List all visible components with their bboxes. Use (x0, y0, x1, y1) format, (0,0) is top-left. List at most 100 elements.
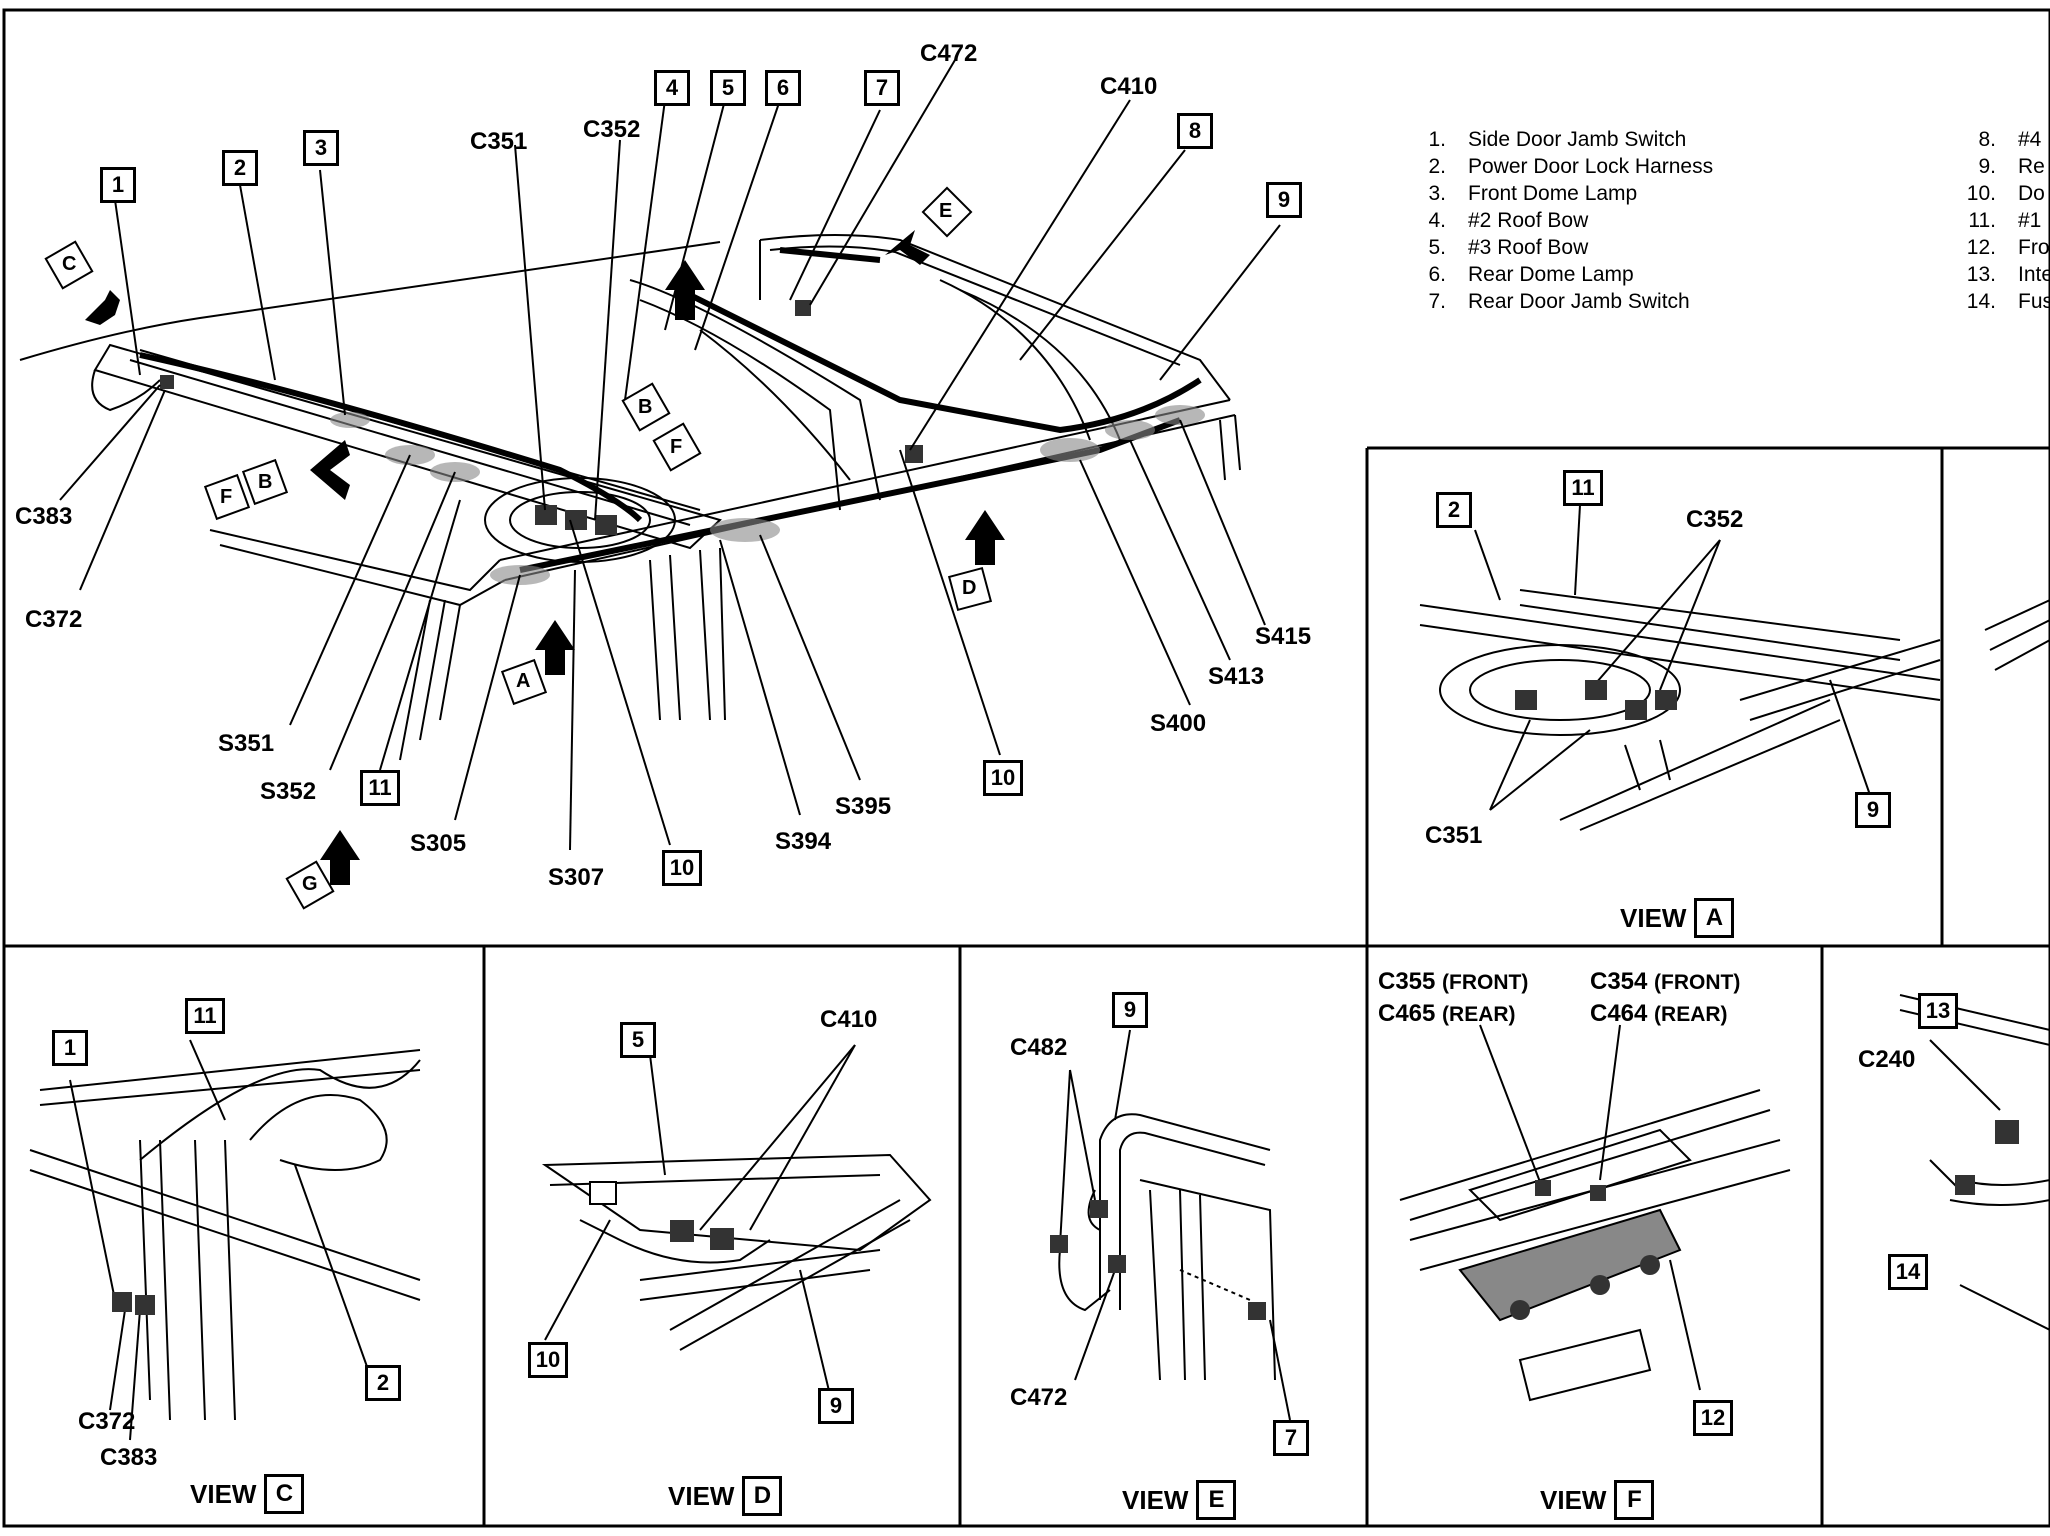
callout-2: 2 (222, 150, 258, 186)
callout-3: 3 (303, 130, 339, 166)
label-c352: C352 (583, 116, 641, 143)
callout-7: 7 (864, 70, 900, 106)
view-d-callout-9: 9 (818, 1388, 854, 1424)
view-g-callout-14: 14 (1888, 1254, 1928, 1290)
view-a-drawing (1419, 504, 1941, 831)
arrow-letter-g: G (302, 873, 318, 895)
callout-9: 9 (1266, 182, 1302, 218)
legend-item: 12.Fro (1966, 236, 2050, 259)
arrow-letter-b-left: B (258, 471, 273, 493)
view-c-label-c372: C372 (78, 1408, 136, 1435)
main-connectors (160, 300, 923, 535)
view-f-lamp (1458, 1180, 1682, 1322)
view-a-callout-11: 11 (1563, 470, 1603, 506)
label-c372: C372 (25, 606, 83, 633)
arrow-tags (44, 186, 993, 910)
legend-item: 8.#4 (1978, 128, 2042, 151)
view-f-callout-12: 12 (1693, 1400, 1733, 1436)
label-s352: S352 (260, 778, 317, 805)
view-arrows (85, 230, 1005, 885)
view-a-label-c351: C351 (1425, 822, 1483, 849)
arrow-letter-b-mid: B (638, 396, 653, 418)
callout-11a: 11 (360, 770, 400, 806)
legend-left: 1.Side Door Jamb Switch 2.Power Door Loc… (1410, 126, 1713, 315)
callout-10b: 10 (662, 850, 702, 886)
legend-item: 7.Rear Door Jamb Switch (1428, 290, 1690, 313)
legend-item: 10.Do (1966, 182, 2045, 205)
label-s307: S307 (548, 864, 605, 891)
legend-right: 8.#4 9.Re 10.Do 11.#1 12.Fro 13.Inte 14.… (1960, 126, 2050, 315)
splice-shading (330, 405, 1205, 585)
view-c-label-c383: C383 (100, 1444, 158, 1471)
legend-item: 9.Re (1978, 155, 2045, 178)
arrow-letter-e: E (939, 200, 953, 222)
label-c410: C410 (1100, 73, 1158, 100)
view-a-callout-9: 9 (1855, 792, 1891, 828)
label-s415: S415 (1255, 623, 1312, 650)
label-s305: S305 (410, 830, 467, 857)
main-leaders (59, 59, 1281, 851)
view-d-connectors (589, 1181, 734, 1250)
callout-10a: 10 (983, 760, 1023, 796)
legend-item: 11.#1 (1968, 209, 2042, 232)
legend-item: 5.#3 Roof Bow (1428, 236, 1589, 259)
view-e-label-c482: C482 (1010, 1034, 1068, 1061)
view-e-callout-7: 7 (1273, 1420, 1309, 1456)
view-a-callout-2: 2 (1436, 492, 1472, 528)
legend-item: 2.Power Door Lock Harness (1428, 155, 1714, 178)
view-d-label-c410: C410 (820, 1006, 878, 1033)
arrow-letter-a: A (516, 670, 531, 692)
label-s351: S351 (218, 730, 275, 757)
arrow-letter-f-left: F (220, 486, 233, 508)
view-a-label-c352: C352 (1686, 506, 1744, 533)
legend-item: 4.#2 Roof Bow (1428, 209, 1589, 232)
legend-item: 14.Fus (1966, 290, 2050, 313)
view-d-callout-5: 5 (620, 1022, 656, 1058)
view-c-connectors (112, 1292, 155, 1315)
legend-item: 13.Inte (1966, 263, 2050, 286)
callout-6: 6 (765, 70, 801, 106)
arrow-letter-d: D (962, 577, 977, 599)
legend-item: 6.Rear Dome Lamp (1428, 263, 1634, 286)
callout-1: 1 (100, 167, 136, 203)
label-c351: C351 (470, 128, 528, 155)
view-c-callout-1: 1 (52, 1030, 88, 1066)
arrow-letter-f-mid: F (670, 436, 683, 458)
view-g-callout-13: 13 (1918, 993, 1958, 1029)
legend-item: 1.Side Door Jamb Switch (1428, 128, 1687, 151)
view-f-drawing (1399, 1024, 1791, 1402)
view-g-connectors (1955, 1120, 2019, 1195)
legend-item: 3.Front Dome Lamp (1428, 182, 1638, 205)
view-d-drawing (541, 1044, 932, 1396)
view-e-callout-9: 9 (1112, 992, 1148, 1028)
callout-5: 5 (710, 70, 746, 106)
view-d-callout-10: 10 (528, 1342, 568, 1378)
label-s413: S413 (1208, 663, 1265, 690)
view-f-label-c465: C465 (REAR) (1378, 1000, 1516, 1027)
view-e-connectors (1050, 1200, 1266, 1320)
view-a-connectors (1515, 680, 1677, 720)
arrow-letter-c: C (62, 253, 77, 275)
view-b-partial (1984, 599, 2050, 671)
view-g-label-c240: C240 (1858, 1046, 1916, 1073)
label-s395: S395 (835, 793, 892, 820)
view-e-label-c472: C472 (1010, 1384, 1068, 1411)
view-e-drawing (1058, 1029, 1291, 1421)
view-c-callout-11: 11 (185, 998, 225, 1034)
label-s394: S394 (775, 828, 832, 855)
label-c383: C383 (15, 503, 73, 530)
view-f-label-c464: C464 (REAR) (1590, 1000, 1728, 1027)
callout-8: 8 (1177, 113, 1213, 149)
callout-4: 4 (654, 70, 690, 106)
view-c-drawing (29, 1039, 421, 1441)
label-s400: S400 (1150, 710, 1207, 737)
view-c-callout-2: 2 (365, 1365, 401, 1401)
view-f-label-c354: C354 (FRONT) (1590, 968, 1741, 995)
view-f-label-c355: C355 (FRONT) (1378, 968, 1529, 995)
label-c472: C472 (920, 40, 978, 67)
